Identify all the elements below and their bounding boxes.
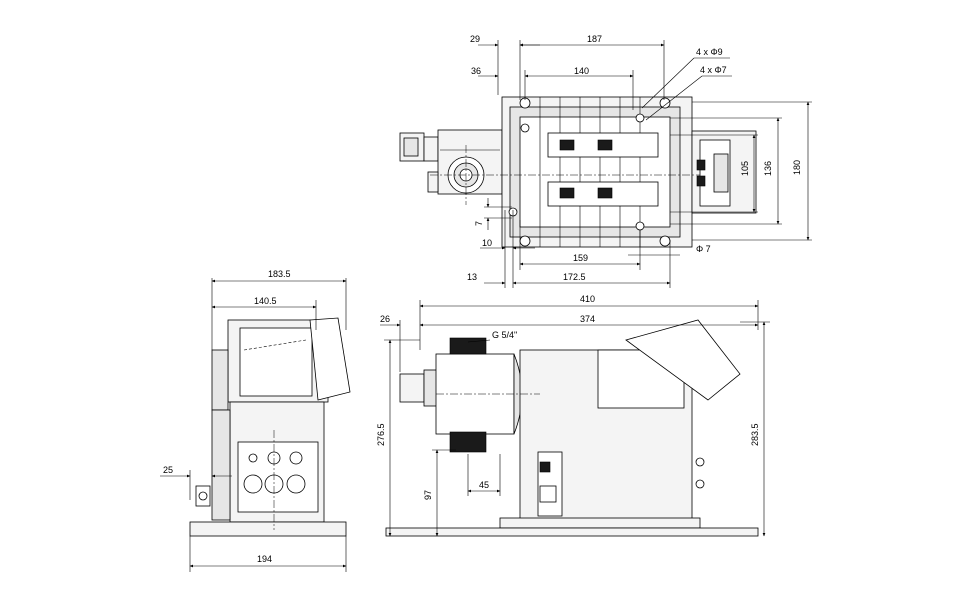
dim-159: 159	[573, 253, 588, 263]
dim-187: 187	[587, 34, 602, 44]
front-view: 410 26 374 G 5/4" 276.5 283.5 97 45	[376, 294, 770, 537]
dim-140-5: 140.5	[254, 296, 277, 306]
dim-10: 10	[482, 238, 492, 248]
dim-45: 45	[479, 480, 489, 490]
dim-105: 105	[740, 161, 750, 176]
dim-276-5: 276.5	[376, 423, 386, 446]
dim-172-5: 172.5	[563, 272, 586, 282]
dim-180: 180	[792, 160, 802, 175]
top-view-base-plate	[501, 96, 693, 248]
top-view: 29 187 36 140 4 x Φ9 4 x Φ7 180 136 105	[399, 34, 812, 288]
dim-7-vertical: 7	[474, 221, 484, 226]
front-view-body	[385, 319, 759, 537]
holes-9-label: 4 x Φ9	[696, 47, 723, 57]
dim-29: 29	[470, 34, 480, 44]
dim-194: 194	[257, 554, 272, 564]
dim-374: 374	[580, 314, 595, 324]
dim-283-5: 283.5	[750, 423, 760, 446]
dim-13: 13	[467, 272, 477, 282]
dim-410: 410	[580, 294, 595, 304]
dim-25: 25	[163, 465, 173, 475]
dim-36: 36	[471, 66, 481, 76]
dim-140: 140	[574, 66, 589, 76]
dim-136: 136	[763, 161, 773, 176]
thread-label: G 5/4"	[492, 330, 517, 340]
top-view-motor-housing	[399, 129, 503, 195]
holes-7-label: 4 x Φ7	[700, 65, 727, 75]
side-view: 183.5 140.5 25 194	[160, 269, 351, 572]
dim-97: 97	[423, 490, 433, 500]
dim-26: 26	[380, 314, 390, 324]
side-view-body	[189, 317, 351, 537]
phi-7-label: Φ 7	[696, 244, 711, 254]
top-view-terminal-box	[691, 130, 757, 214]
dim-183-5: 183.5	[268, 269, 291, 279]
